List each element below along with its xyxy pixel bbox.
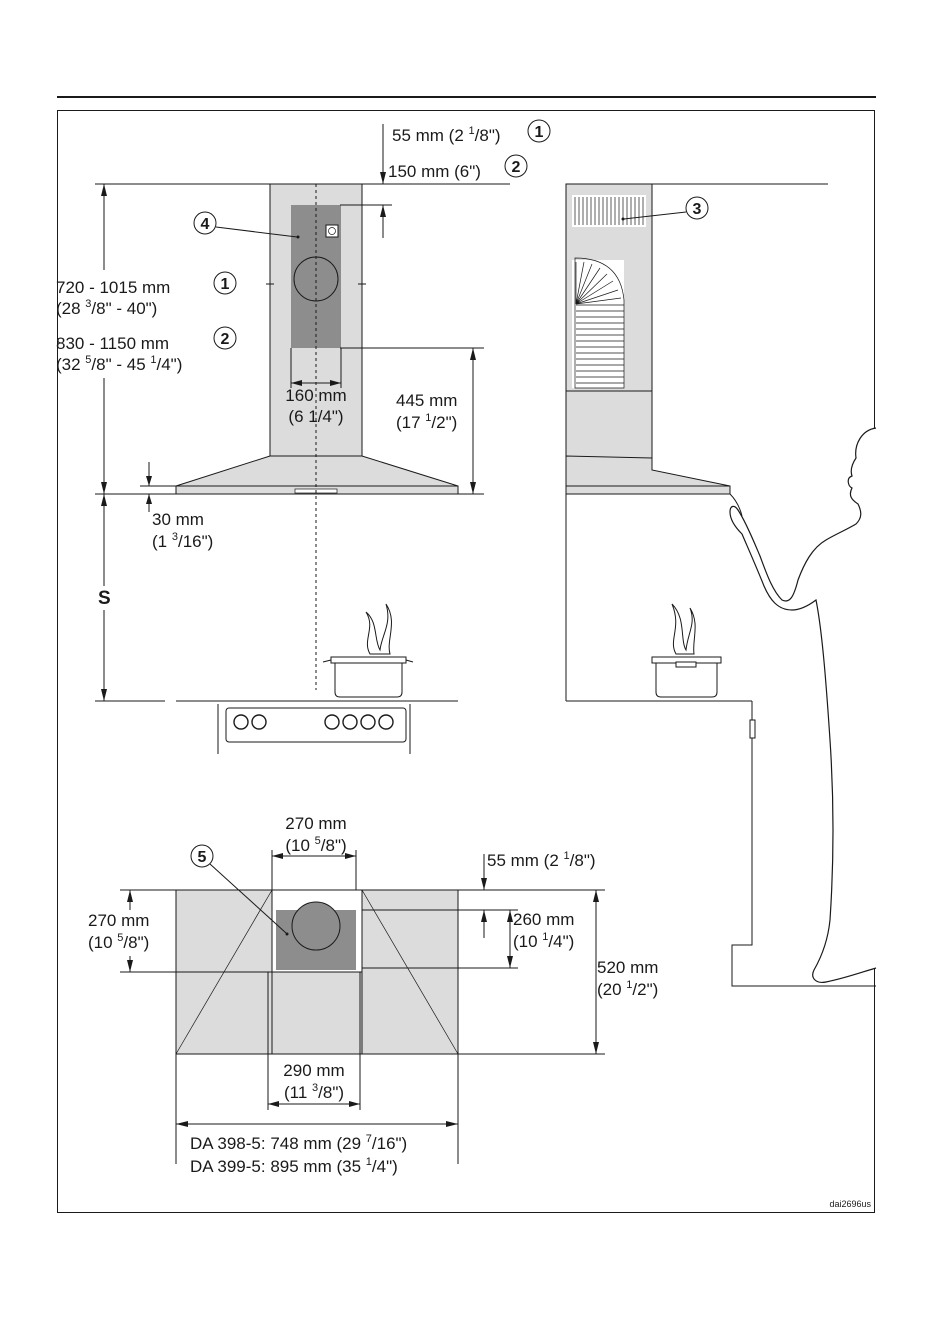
steam-icon <box>365 603 392 655</box>
s-distance-label: S <box>98 588 111 609</box>
svg-text:2: 2 <box>512 159 521 176</box>
dim-55-top: 55 mm (2 1/8") <box>392 125 501 145</box>
dim-150: 150 mm (6") <box>388 162 481 181</box>
dim-55-top-view: 55 mm (2 1/8") <box>487 850 596 870</box>
side-pot <box>655 661 718 698</box>
dimension-labels: 55 mm (2 1/8") 1 150 mm (6") 2 720 - 101… <box>56 119 871 1209</box>
dim-260-inches: (10 1/4") <box>513 931 574 951</box>
dim-270-top: 270 mm <box>285 814 346 833</box>
top-view: 5 <box>118 844 605 1164</box>
svg-text:4: 4 <box>201 216 210 233</box>
dim-290-inches: (11 3/8") <box>284 1082 344 1102</box>
socket-icon <box>325 224 339 238</box>
flexible-duct <box>572 260 624 388</box>
side-steam-icon <box>671 603 696 655</box>
svg-text:1: 1 <box>535 124 544 141</box>
dim-520: 520 mm <box>597 958 658 977</box>
svg-text:1: 1 <box>221 276 230 293</box>
dim-270-left: 270 mm <box>88 911 149 930</box>
dim-290: 290 mm <box>283 1061 344 1080</box>
svg-text:5: 5 <box>198 849 207 866</box>
callout-1-left <box>213 271 237 295</box>
callout-1-top <box>527 119 551 143</box>
callout-3 <box>685 196 709 220</box>
dim-445-inches: (17 1/2") <box>396 412 457 432</box>
dim-30: 30 mm <box>152 510 204 529</box>
dim-830-inches: (32 5/8" - 45 1/4") <box>56 354 182 374</box>
person-silhouette <box>729 427 877 983</box>
dim-160-inches: (6 1/4") <box>288 407 343 426</box>
cooktop-control-panel <box>225 707 407 743</box>
svg-text:3: 3 <box>693 201 702 218</box>
model-398-width: DA 398-5: 748 mm (29 7/16") <box>190 1133 407 1153</box>
dim-270-top-inches: (10 5/8") <box>285 835 346 855</box>
dim-720-1015: 720 - 1015 mm <box>56 278 170 297</box>
dim-720-inches: (28 3/8" - 40") <box>56 298 157 318</box>
callout-5 <box>190 844 214 868</box>
base-cabinet <box>731 701 876 987</box>
canopy <box>175 455 459 487</box>
front-view: 4 <box>95 124 510 754</box>
dim-30-inches: (1 3/16") <box>152 531 213 551</box>
side-view: 3 <box>565 183 877 987</box>
dim-270-left-inches: (10 5/8") <box>88 932 149 952</box>
figure-code: dai2696us <box>829 1199 871 1209</box>
vent-grille <box>574 197 644 225</box>
header-rule <box>57 96 876 98</box>
dim-260: 260 mm <box>513 910 574 929</box>
side-canopy <box>565 455 731 487</box>
top-duct-opening <box>291 901 341 951</box>
socket-icon-circle <box>328 227 336 235</box>
dim-830-1150: 830 - 1150 mm <box>56 334 169 353</box>
svg-text:2: 2 <box>221 331 230 348</box>
model-399-width: DA 399-5: 895 mm (35 1/4") <box>190 1156 398 1176</box>
cooking-pot <box>334 661 403 698</box>
callout-2-left <box>213 326 237 350</box>
dim-520-inches: (20 1/2") <box>597 979 658 999</box>
dim-160: 160 mm <box>285 386 346 405</box>
dim-445: 445 mm <box>396 391 457 410</box>
callout-2-top <box>504 154 528 178</box>
callout-4 <box>193 211 217 235</box>
